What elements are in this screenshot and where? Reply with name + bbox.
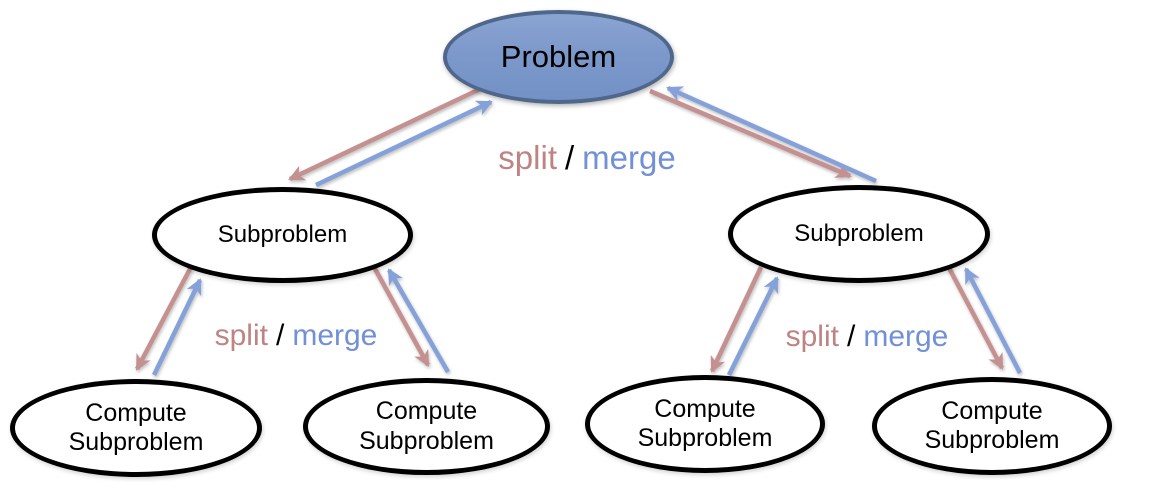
merge-arrow — [387, 268, 450, 374]
split-arrow — [288, 86, 481, 182]
split-label-text: split — [498, 139, 557, 176]
edge-subproblem-right-to-leaf-3 — [709, 266, 780, 376]
subproblem-right-node: Subproblem — [728, 185, 990, 283]
split-merge-label-left: split/merge — [215, 319, 378, 353]
separator-text: / — [275, 319, 285, 352]
merge-arrow — [151, 278, 203, 376]
separator-text: / — [846, 320, 856, 353]
split-arrow — [372, 265, 430, 367]
merge-arrow — [964, 267, 1022, 375]
compute-subproblem-label-1: Compute Subproblem — [68, 398, 204, 457]
split-arrow — [135, 265, 193, 371]
split-arrow — [649, 88, 852, 179]
split-arrow — [946, 264, 1004, 370]
split-merge-label-right: split/merge — [786, 320, 949, 354]
merge-label-text: merge — [292, 319, 378, 352]
subproblem-left-node: Subproblem — [152, 187, 413, 283]
split-label-text: split — [785, 320, 839, 353]
merge-arrow — [315, 99, 493, 188]
edge-subproblem-left-to-leaf-1 — [135, 265, 203, 376]
split-arrow — [709, 266, 764, 373]
problem-node-label: Problem — [500, 39, 617, 74]
edge-subproblem-left-to-leaf-2 — [372, 265, 450, 374]
edge-problem-to-subproblem-left — [288, 86, 493, 188]
compute-subproblem-node-2: Compute Subproblem — [303, 378, 550, 475]
edge-problem-to-subproblem-right — [649, 85, 877, 184]
merge-arrow — [726, 276, 780, 376]
merge-arrow — [666, 85, 877, 184]
compute-subproblem-node-4: Compute Subproblem — [872, 377, 1112, 475]
merge-label-text: merge — [863, 320, 949, 353]
problem-node: Problem — [443, 10, 674, 104]
split-label-text: split — [214, 319, 268, 352]
compute-subproblem-label-4: Compute Subproblem — [924, 396, 1060, 455]
merge-label-text: merge — [582, 139, 676, 176]
compute-subproblem-label-2: Compute Subproblem — [359, 397, 494, 455]
compute-subproblem-node-1: Compute Subproblem — [10, 379, 262, 477]
compute-subproblem-node-3: Compute Subproblem — [585, 375, 825, 473]
split-merge-label-top: split/merge — [498, 139, 675, 177]
subproblem-right-label: Subproblem — [794, 220, 924, 247]
subproblem-left-label: Subproblem — [217, 221, 348, 248]
compute-subproblem-label-3: Compute Subproblem — [637, 394, 773, 453]
separator-text: / — [564, 139, 575, 176]
edge-subproblem-right-to-leaf-4 — [946, 264, 1022, 375]
